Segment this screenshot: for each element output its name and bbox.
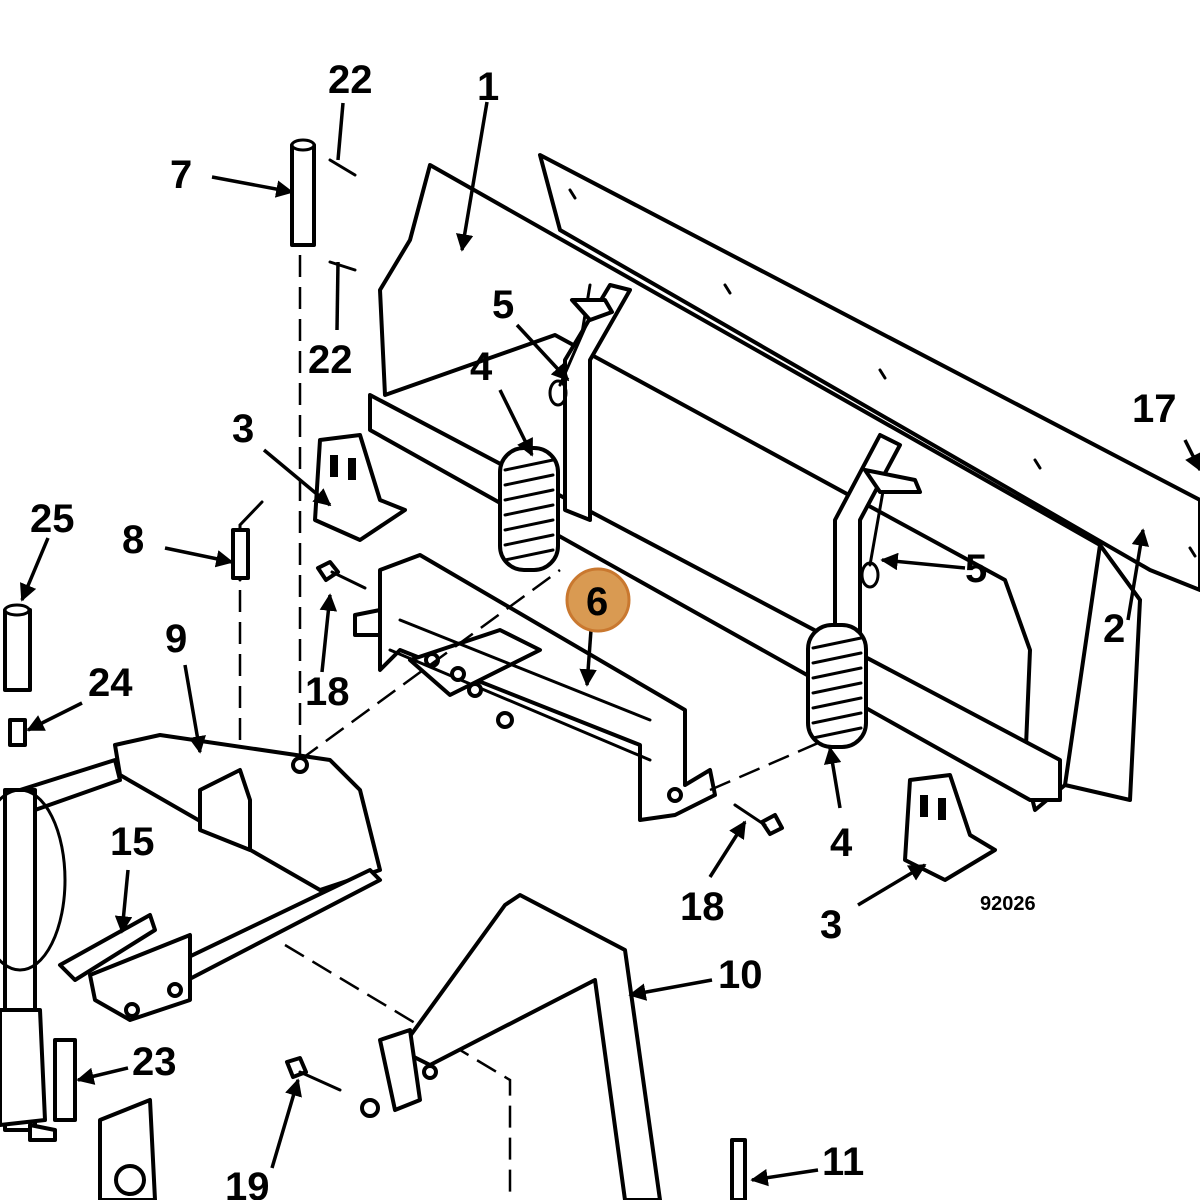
bolt-left (316, 560, 367, 590)
callout-9: 9 (165, 617, 187, 661)
assembly-line-2 (709, 738, 826, 792)
callout-17: 17 (1132, 387, 1177, 431)
skid-shoe-right (903, 773, 997, 882)
callout-18-left: 18 (305, 670, 350, 714)
assembly-line-3 (284, 943, 512, 1200)
callout-8: 8 (122, 518, 144, 562)
eye-bolt-right (860, 468, 922, 589)
spring-right (806, 623, 868, 749)
callout-1: 1 (477, 65, 499, 109)
clip-lower (328, 260, 357, 272)
sector-plate (98, 1098, 157, 1200)
lift-post (0, 788, 67, 1142)
highlight-circle-6 (565, 567, 631, 633)
lower-push-frame (360, 893, 662, 1200)
callout-22-bottom: 22 (308, 338, 353, 382)
push-frame (353, 553, 717, 822)
blade-rib-left (563, 283, 632, 522)
spring-left (498, 446, 560, 572)
collar (8, 718, 27, 747)
strap (730, 1138, 747, 1200)
bolt-right (733, 803, 784, 836)
clip-upper (328, 158, 357, 177)
callout-2: 2 (1103, 607, 1125, 651)
callout-4-left: 4 (470, 345, 493, 389)
callout-25: 25 (30, 497, 75, 541)
bracket (58, 913, 192, 1022)
skid-shoe-left (313, 433, 407, 542)
callout-10: 10 (718, 953, 763, 997)
drawing-number: 92026 (980, 893, 1036, 915)
callout-labels: 1 2 3 3 4 4 5 5 6 7 8 9 10 11 15 17 18 1… (30, 58, 1177, 1200)
latch-plate (53, 1038, 77, 1122)
callout-11: 11 (822, 1140, 864, 1184)
callout-6: 6 (586, 580, 608, 624)
pivot-pin (290, 138, 316, 247)
callout-5-left: 5 (492, 283, 514, 327)
callout-18-right: 18 (680, 885, 725, 929)
callout-7: 7 (170, 153, 192, 197)
lock-pin (231, 500, 264, 582)
callout-19: 19 (225, 1165, 270, 1200)
callout-24: 24 (88, 661, 133, 705)
callout-5-right: 5 (965, 547, 987, 591)
callout-22-top: 22 (328, 58, 373, 102)
callout-3-right: 3 (820, 903, 842, 947)
callout-4-right: 4 (830, 821, 853, 865)
callout-23: 23 (132, 1040, 177, 1084)
leader-lines (20, 101, 1200, 1187)
cutting-edge (538, 153, 1200, 592)
bolt-lower (285, 1056, 342, 1092)
callout-3-left: 3 (232, 407, 254, 451)
callout-15: 15 (110, 820, 155, 864)
assembly-line-1 (299, 568, 561, 762)
handle-grip (3, 603, 32, 692)
